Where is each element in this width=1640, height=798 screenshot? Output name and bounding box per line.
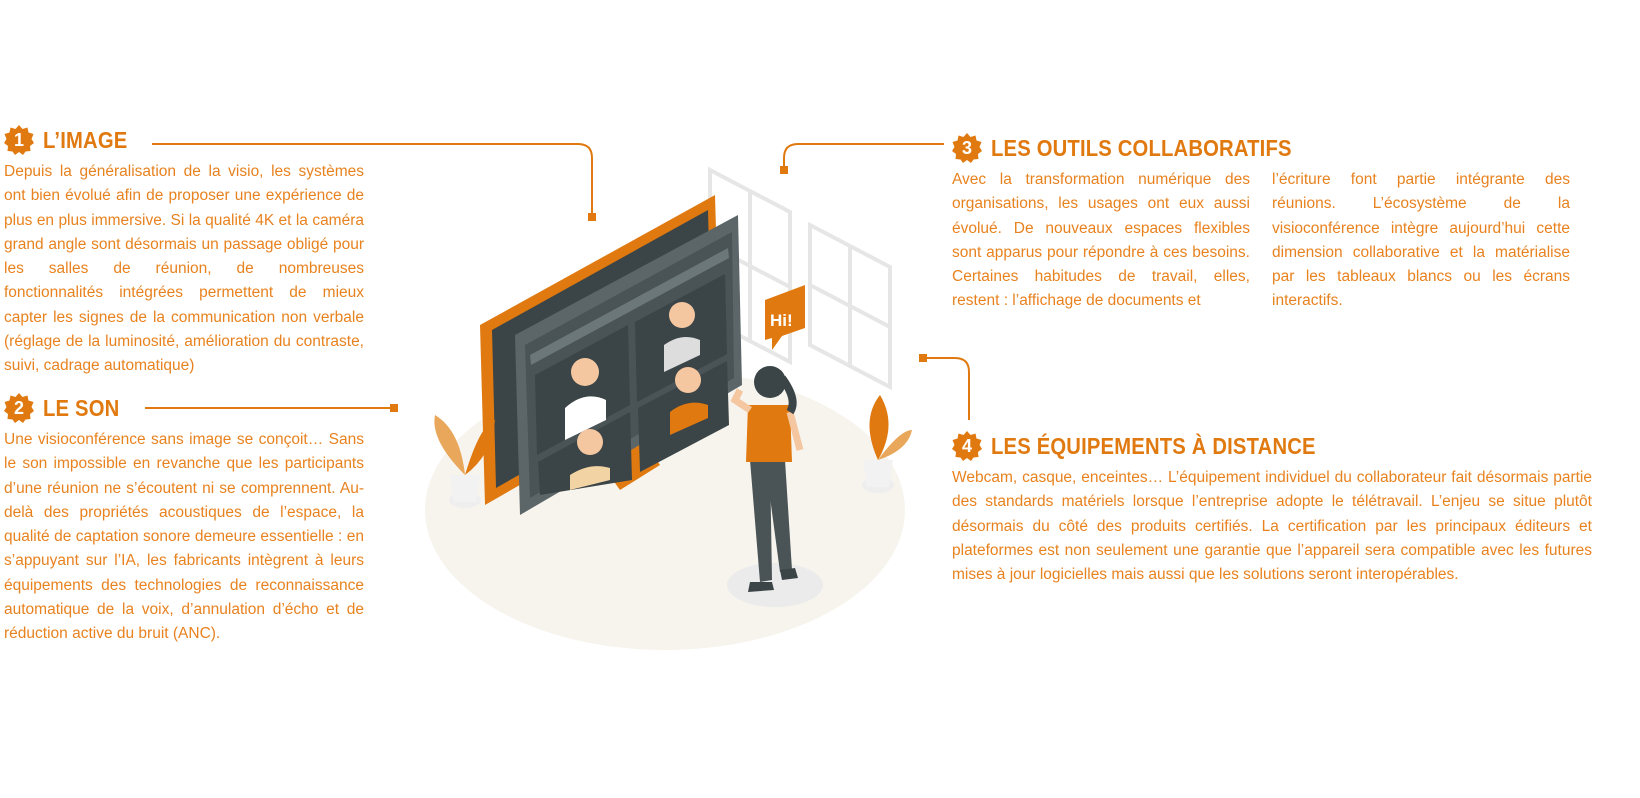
plant-right (862, 395, 912, 493)
speech-bubble: Hi! (765, 285, 805, 350)
monitor (480, 195, 742, 515)
number-badge: 1 (4, 125, 34, 155)
number-badge: 2 (4, 393, 34, 423)
section-body: Une visioconférence sans image se conçoi… (4, 431, 364, 643)
section-heading: 1 L’IMAGE (4, 124, 364, 156)
section-remote-equipment: 4 LES ÉQUIPEMENTS À DISTANCE Webcam, cas… (952, 430, 1592, 587)
section-image: 1 L’IMAGE Depuis la généralisation de la… (4, 124, 364, 379)
section-heading: 2 LE SON (4, 392, 364, 424)
videoconference-illustration: Hi! (425, 166, 912, 650)
connector-1 (152, 143, 593, 216)
section-columns: Avec la transformation numérique des org… (952, 168, 1632, 314)
section-body-column-2: l’écriture font partie intégrante des ré… (1272, 171, 1570, 310)
section-body-column-1: Avec la transformation numérique des org… (952, 171, 1250, 310)
section-title: LES ÉQUIPEMENTS À DISTANCE (991, 432, 1316, 459)
woman-figure (727, 366, 823, 607)
section-heading: 3 LES OUTILS COLLABORATIFS (952, 132, 1632, 164)
section-body: Webcam, casque, enceintes… L’équipement … (952, 469, 1592, 584)
section-title: LES OUTILS COLLABORATIFS (991, 134, 1292, 161)
connector-3 (783, 143, 944, 170)
badge-burst-icon (4, 393, 34, 423)
badge-burst-icon (952, 133, 982, 163)
section-collaborative-tools: 3 LES OUTILS COLLABORATIFS Avec la trans… (952, 132, 1632, 314)
badge-number: 4 (961, 435, 972, 456)
connector-3-end (780, 166, 788, 174)
badge-burst-icon (952, 431, 982, 461)
badge-number: 2 (13, 397, 24, 418)
connector-4-end (919, 354, 927, 362)
connector-2-end (390, 404, 398, 412)
badge-number: 3 (961, 137, 972, 158)
badge-burst-icon (4, 125, 34, 155)
connector-4 (923, 357, 970, 420)
badge-number: 1 (13, 129, 24, 150)
section-title: L’IMAGE (43, 126, 128, 153)
connector-1-end (588, 213, 596, 221)
section-title: LE SON (43, 394, 120, 421)
section-sound: 2 LE SON Une visioconférence sans image … (4, 392, 364, 647)
section-body: Depuis la généralisation de la visio, le… (4, 163, 364, 375)
section-heading: 4 LES ÉQUIPEMENTS À DISTANCE (952, 430, 1592, 462)
number-badge: 3 (952, 133, 982, 163)
number-badge: 4 (952, 431, 982, 461)
plant-left (434, 415, 495, 508)
speech-bubble-text: Hi! (770, 311, 793, 330)
